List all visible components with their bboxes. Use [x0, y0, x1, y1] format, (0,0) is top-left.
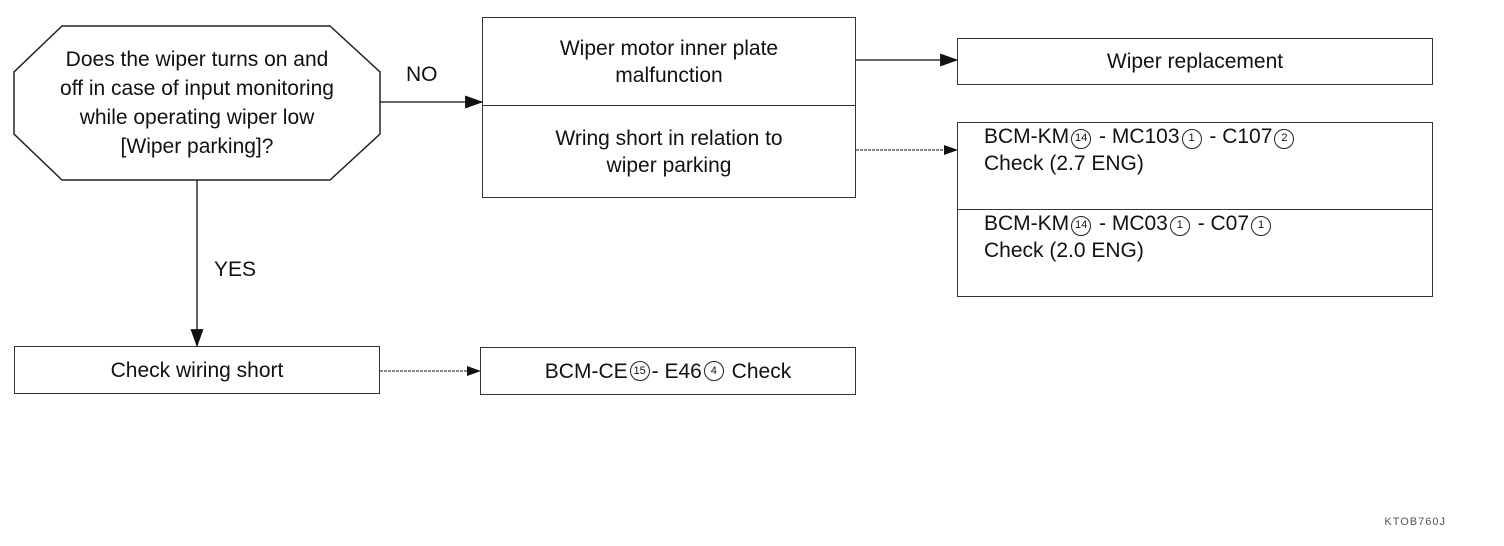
cause-wiring-short: Wring short in relation to wiper parking [482, 105, 856, 198]
decision-text: Does the wiper turns on and off in case … [60, 48, 334, 158]
action-wiper-replacement: Wiper replacement [957, 38, 1433, 85]
pin-circle: 15 [629, 361, 650, 381]
no-label: NO [406, 63, 438, 86]
pin-circle: 1 [1169, 215, 1190, 236]
decision-octagon [13, 25, 381, 181]
pin-circle: 14 [1071, 128, 1092, 149]
pin-circle: 4 [703, 361, 724, 381]
figure-code: KTOB760J [1384, 516, 1446, 528]
step-check-wiring-short: Check wiring short [14, 346, 380, 394]
pin-circle: 14 [1071, 215, 1092, 236]
pin-circle: 2 [1274, 128, 1295, 149]
pin-circle: 1 [1181, 128, 1202, 149]
pin-circle: 1 [1251, 215, 1272, 236]
cause-inner-plate: Wiper motor inner plate malfunction [482, 17, 856, 106]
yes-label: YES [214, 258, 257, 281]
